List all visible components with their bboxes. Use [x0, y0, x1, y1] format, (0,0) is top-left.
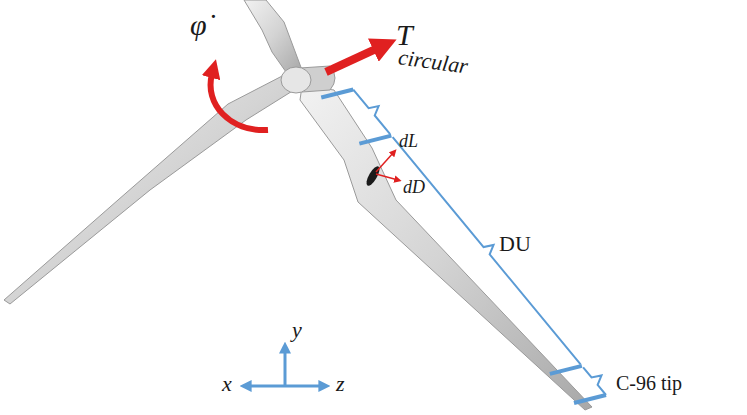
lift-label: dL — [399, 132, 418, 152]
y-axis — [284, 350, 287, 386]
rotation-arrow — [211, 74, 268, 130]
hub — [281, 67, 311, 93]
section-tick — [321, 90, 353, 98]
drag-label: dD — [403, 178, 425, 198]
axis-label: y — [292, 318, 302, 342]
lift-arrow — [376, 152, 394, 172]
section-tick — [574, 395, 606, 403]
axis-label: x — [222, 372, 232, 396]
left-blade — [4, 74, 294, 304]
z-axis — [285, 385, 322, 388]
upper-blade — [244, 0, 302, 72]
section-brace — [583, 367, 606, 395]
section-tick — [359, 136, 391, 144]
drag-arrow — [376, 174, 398, 180]
thrust-arrow — [326, 48, 378, 72]
long-blade — [300, 86, 592, 410]
section-name: C-96 tip — [616, 372, 682, 394]
rotation-speed-label: φ̇ — [190, 8, 207, 41]
section-brace — [393, 137, 581, 364]
section-tick — [550, 366, 582, 374]
section-name: circular — [397, 45, 470, 79]
axis-label: z — [336, 372, 345, 396]
section-name: DU — [499, 232, 531, 256]
section-brackets — [321, 90, 606, 403]
section-brace — [353, 90, 390, 135]
x-axis — [248, 385, 285, 388]
